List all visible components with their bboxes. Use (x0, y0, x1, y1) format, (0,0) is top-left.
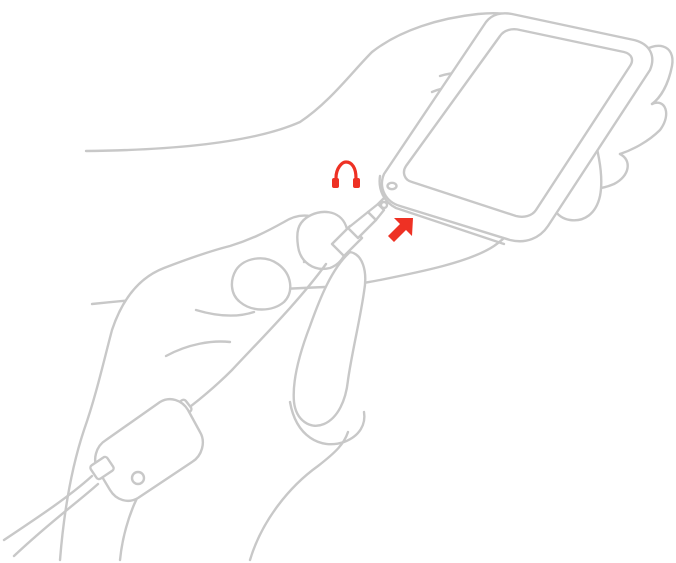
insert-arrow-icon (388, 218, 413, 242)
smartphone (380, 13, 653, 244)
headphones-icon (332, 162, 360, 188)
left-hand (60, 212, 365, 560)
